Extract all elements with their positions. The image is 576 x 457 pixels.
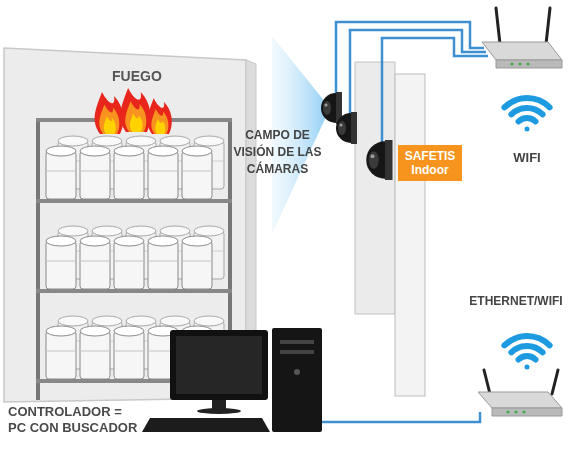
rack-shelf	[36, 199, 232, 203]
router-front	[496, 60, 562, 68]
text-label: ETHERNET/WIFI	[460, 294, 572, 308]
drive-bay	[280, 340, 314, 344]
flame	[95, 92, 124, 134]
screen	[176, 336, 262, 394]
router-body	[478, 392, 562, 408]
cable	[382, 38, 488, 142]
router-front	[492, 408, 562, 416]
drum	[46, 236, 76, 289]
text-label: WIFI	[487, 150, 567, 166]
wall-pillar	[395, 74, 425, 396]
led	[511, 63, 514, 66]
led	[527, 63, 530, 66]
wifi-icon	[504, 98, 549, 131]
led	[507, 411, 510, 414]
drum	[114, 146, 144, 199]
drum	[80, 146, 110, 199]
led	[515, 411, 518, 414]
wifi-icon	[504, 336, 549, 369]
text-label: CONTROLADOR = PC CON BUSCADOR	[8, 404, 142, 435]
network-cables	[320, 22, 488, 422]
wifi-arc	[519, 356, 536, 360]
pc-illustration	[142, 328, 322, 432]
wifi-arc	[511, 108, 542, 114]
box-text: SAFETIS Indoor	[400, 149, 460, 178]
wifi-arc	[504, 336, 549, 345]
text-label: FUEGO	[112, 68, 192, 85]
dome-camera	[366, 140, 392, 180]
drum	[182, 236, 212, 289]
wall-panel	[355, 62, 395, 314]
cameras	[321, 92, 393, 180]
wifi-dot	[525, 365, 530, 370]
rack-shelf	[36, 289, 232, 293]
wifi-arc	[511, 346, 542, 352]
wifi-arc	[519, 118, 536, 122]
drum	[80, 326, 110, 379]
drum	[148, 146, 178, 199]
cable	[320, 392, 480, 422]
led	[519, 63, 522, 66]
rack-post	[36, 118, 40, 400]
wifi-arc	[504, 98, 549, 107]
dome-camera	[336, 112, 357, 144]
drum	[80, 236, 110, 289]
flame	[120, 88, 150, 132]
dome-camera	[321, 92, 342, 124]
keyboard	[142, 418, 270, 432]
antenna	[484, 370, 490, 394]
drum	[46, 146, 76, 199]
drum	[114, 236, 144, 289]
power-button	[294, 369, 300, 375]
antenna	[496, 8, 500, 44]
drive-bay	[280, 350, 314, 354]
router-top	[482, 8, 562, 68]
fire-illustration	[95, 88, 172, 134]
router-body	[482, 42, 562, 60]
monitor	[170, 330, 268, 400]
pc-tower	[272, 328, 322, 432]
led	[523, 411, 526, 414]
label-box: SAFETIS Indoor	[398, 145, 462, 181]
flame	[147, 98, 171, 134]
wifi-dot	[525, 127, 530, 132]
cable	[350, 30, 486, 114]
drum	[46, 326, 76, 379]
antenna	[552, 370, 558, 394]
drum	[148, 236, 178, 289]
antenna	[546, 8, 550, 44]
router-bottom	[478, 370, 562, 416]
text-label: CAMPO DE VISIÓN DE LAS CÁMARAS	[230, 127, 325, 177]
drum	[114, 326, 144, 379]
camera-wall	[355, 62, 425, 396]
monitor-base	[197, 408, 241, 414]
drum	[182, 146, 212, 199]
